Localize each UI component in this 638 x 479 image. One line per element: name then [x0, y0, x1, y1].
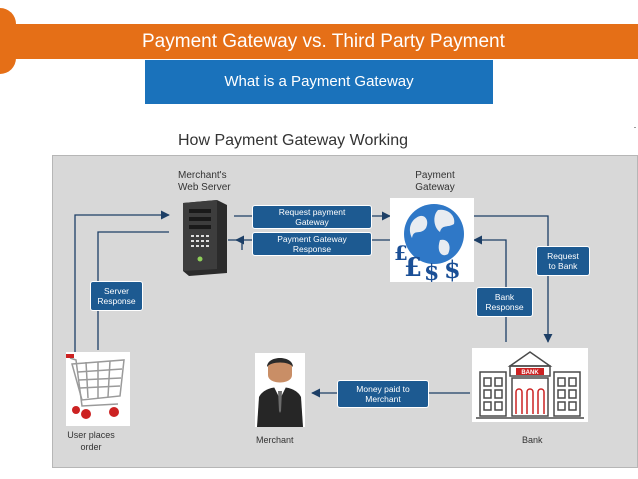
gateway-response-box: Payment Gateway Response: [252, 232, 372, 256]
server-response-arrow: [74, 210, 170, 352]
stray-mark: [634, 127, 636, 128]
server-icon: [183, 200, 227, 276]
slide-title: Payment Gateway vs. Third Party Payment: [142, 31, 505, 52]
bank-response-box: Bank Response: [476, 287, 533, 317]
title-bar: [0, 24, 638, 59]
bank-icon: BANK: [472, 348, 588, 422]
globe-icon: £ $ $ £: [390, 198, 474, 282]
user-label: User places order: [67, 430, 115, 452]
merchant-avatar-icon: [255, 353, 305, 427]
diagram-heading: How Payment Gateway Working: [178, 132, 409, 149]
subtitle-bar: [145, 60, 493, 104]
request-gateway-box: Request payment Gateway: [252, 205, 372, 229]
server-response-box: Server Response: [90, 281, 143, 311]
title-bar-tab: [0, 8, 16, 74]
svg-text:$: $: [424, 260, 439, 282]
bank-label: Bank: [522, 435, 543, 445]
svg-text:£: £: [394, 241, 408, 265]
slide-subtitle: What is a Payment Gateway: [224, 73, 414, 90]
svg-text:$: $: [444, 255, 461, 282]
merchant-label: Merchant: [256, 435, 294, 445]
web-server-label: Merchant's Web Server: [178, 170, 231, 193]
money-paid-box: Money paid to Merchant: [337, 380, 429, 408]
server-to-user-arrow: [228, 239, 243, 250]
svg-text:£: £: [404, 253, 422, 282]
request-bank-box: Request to Bank: [536, 246, 590, 276]
bank-sign-text: BANK: [521, 370, 539, 376]
request-bank-arrow: [472, 215, 553, 343]
shopping-cart-icon: [66, 352, 130, 426]
gateway-label: Payment Gateway: [415, 170, 455, 193]
